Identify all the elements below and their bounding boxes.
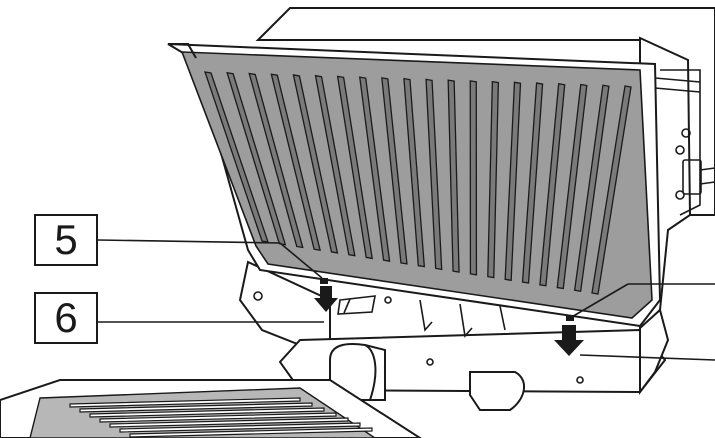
lower-grill-rib (79, 402, 313, 413)
grill-rib (314, 74, 356, 257)
grill-rib (248, 72, 304, 249)
lower-grill-rib (69, 397, 301, 408)
grill-rib (556, 83, 588, 290)
lower-grill-rib (129, 427, 373, 438)
leader-line-right-top (569, 283, 629, 319)
grill-rib (226, 71, 287, 246)
lower-grill-rib (89, 407, 325, 418)
plate-clip (320, 278, 574, 321)
grill-rib (292, 74, 339, 254)
lower-grill-rib (119, 422, 361, 433)
leader-line-5 (97, 239, 281, 244)
hinge (329, 342, 525, 411)
grill-rib (425, 78, 443, 271)
grill-rib (521, 82, 544, 284)
callout-6: 6 (34, 292, 98, 344)
leader-line-right-bottom (579, 354, 715, 361)
lower-grill-ribs (69, 397, 373, 438)
lower-grill-rib (109, 417, 349, 428)
grill-rib (358, 76, 391, 262)
lower-grill-rib (99, 412, 337, 423)
grill-rib (403, 77, 426, 268)
housing-details (253, 69, 715, 384)
callout-5: 5 (34, 214, 98, 266)
grill-rib (539, 83, 566, 287)
grill-rib (336, 75, 373, 260)
callout-label: 5 (54, 216, 78, 263)
leader-lines (97, 239, 715, 361)
grill-rib (381, 77, 408, 265)
callout-label: 6 (54, 294, 78, 341)
grill-rib (469, 80, 478, 276)
grill-ribs (204, 71, 632, 295)
arrow-down-icon (554, 325, 584, 356)
grill-rib (487, 80, 500, 279)
lower-grill-plate (0, 379, 422, 438)
grill-rib (504, 81, 522, 282)
upper-grill-plate (167, 43, 662, 328)
arrow-down-icon (314, 286, 338, 312)
grill-rib (591, 85, 632, 295)
grill-rib (270, 73, 321, 252)
grill-rib (573, 84, 610, 293)
grill-rib (204, 71, 269, 243)
grill-rib (447, 79, 460, 273)
